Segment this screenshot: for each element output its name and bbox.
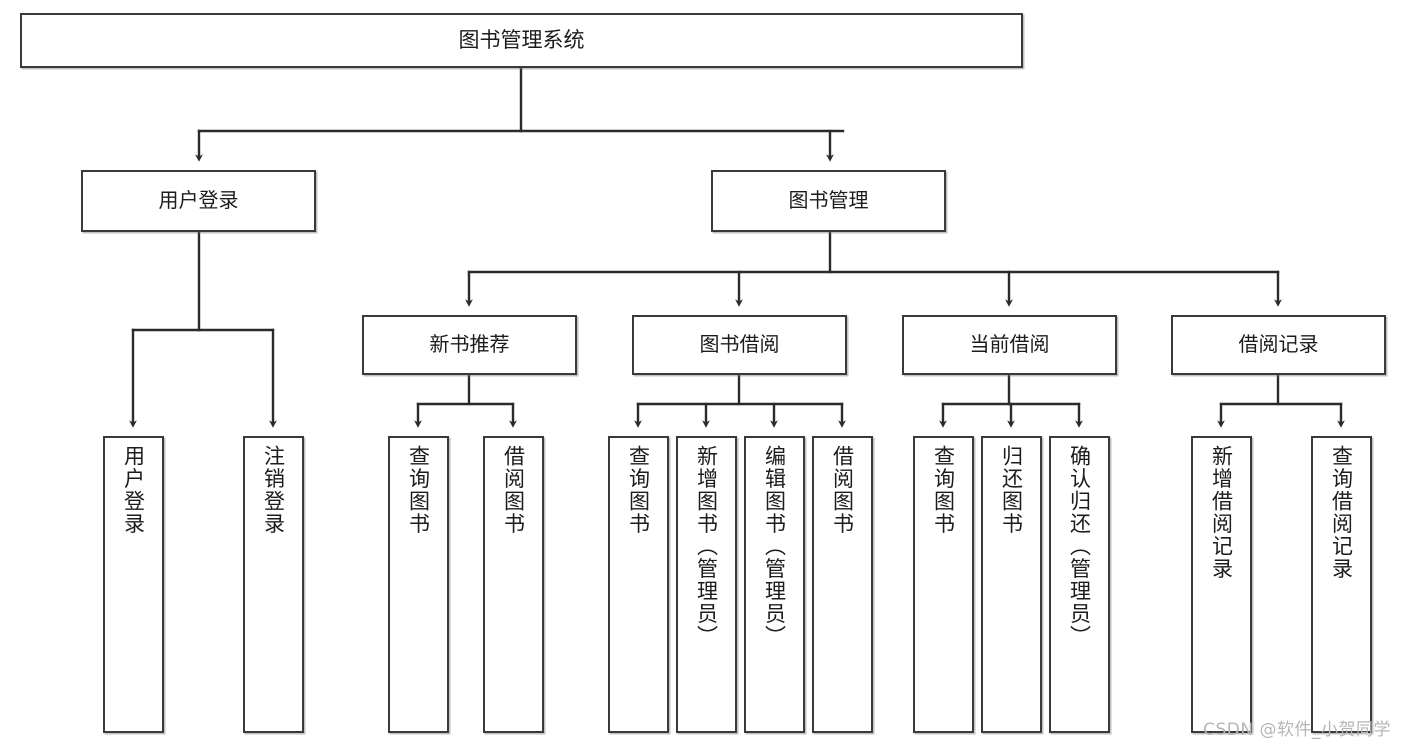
node-label: 借阅图书 [501,445,526,535]
node-book-borrow[interactable]: 图书借阅 [632,315,847,375]
node-label: 当前借阅 [969,332,1050,357]
node-add-borrow-record[interactable]: 新增借阅记录 [1191,436,1252,733]
node-label: 新书推荐 [429,332,510,357]
node-borrow-book-1[interactable]: 借阅图书 [483,436,544,733]
node-query-borrow-record[interactable]: 查询借阅记录 [1311,436,1372,733]
node-label: 新增借阅记录 [1209,445,1234,580]
node-query-book-3[interactable]: 查询图书 [913,436,974,733]
node-user-login[interactable]: 用户登录 [81,170,316,232]
node-confirm-return-admin[interactable]: 确认归还（管理员） [1049,436,1110,733]
node-label: 借阅记录 [1238,332,1319,357]
node-label: 确认归还（管理员） [1067,445,1092,648]
node-query-book-2[interactable]: 查询图书 [608,436,669,733]
node-label: 图书借阅 [699,332,780,357]
node-label: 新增图书（管理员） [694,445,719,648]
node-label: 查询图书 [931,445,956,535]
node-label: 借阅图书 [830,445,855,535]
watermark-text: CSDN @软件_小贺同学 [1203,720,1391,740]
node-root-book-management-system[interactable]: 图书管理系统 [20,13,1023,68]
node-current-borrow[interactable]: 当前借阅 [902,315,1117,375]
node-label: 图书管理系统 [458,28,585,53]
node-new-book-recommend[interactable]: 新书推荐 [362,315,577,375]
node-borrow-book-2[interactable]: 借阅图书 [812,436,873,733]
node-borrow-records[interactable]: 借阅记录 [1171,315,1386,375]
node-user-login-do[interactable]: 用户登录 [103,436,164,733]
node-edit-book-admin[interactable]: 编辑图书（管理员） [744,436,805,733]
node-label: 归还图书 [999,445,1024,535]
node-label: 用户登录 [158,188,239,213]
node-label: 用户登录 [121,445,146,535]
node-label: 查询借阅记录 [1329,445,1354,580]
node-return-book[interactable]: 归还图书 [981,436,1042,733]
node-label: 查询图书 [406,445,431,535]
node-label: 图书管理 [788,188,869,213]
node-label: 注销登录 [261,445,286,535]
node-book-management[interactable]: 图书管理 [711,170,946,232]
node-user-logout[interactable]: 注销登录 [243,436,304,733]
node-label: 编辑图书（管理员） [762,445,787,648]
node-label: 查询图书 [626,445,651,535]
node-query-book-1[interactable]: 查询图书 [388,436,449,733]
node-add-book-admin[interactable]: 新增图书（管理员） [676,436,737,733]
